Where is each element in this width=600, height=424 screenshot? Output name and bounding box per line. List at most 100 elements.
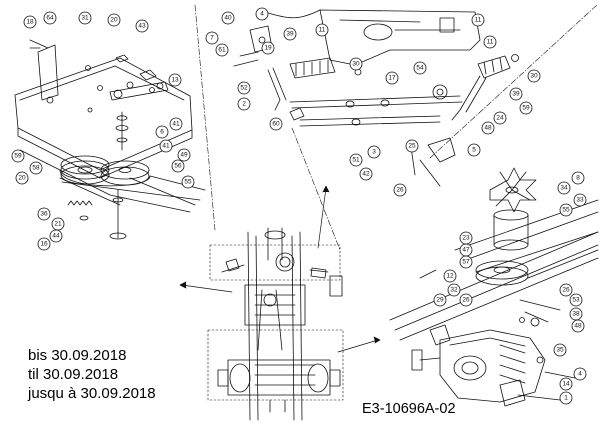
callout-pedals-7: 11 [471,13,485,27]
callout-deck-7: 6 [155,125,169,139]
callout-transmission-9: 26 [459,293,473,307]
svg-text:20: 20 [110,17,118,24]
svg-text:53: 53 [572,297,580,304]
callout-deck-1: 64 [43,11,57,25]
svg-text:58: 58 [32,165,40,172]
callout-pedals-19: 24 [493,111,507,125]
svg-text:21: 21 [54,221,62,228]
svg-text:6: 6 [160,129,164,136]
callout-pedals-20: 25 [405,139,419,153]
svg-text:14: 14 [562,381,570,388]
svg-text:41: 41 [172,121,180,128]
callout-pedals-17: 60 [269,117,283,131]
callout-pedals-5: 19 [261,41,275,55]
callout-transmission-6: 57 [459,255,473,269]
svg-text:49: 49 [180,152,188,159]
callout-pedals-1: 7 [205,31,219,45]
validity-fr: jusqu à 30.09.2018 [28,385,156,402]
svg-text:38: 38 [572,311,580,318]
svg-text:61: 61 [218,47,226,54]
svg-text:55: 55 [562,207,570,214]
svg-text:33: 33 [576,197,584,204]
callout-pedals-22: 51 [349,153,363,167]
svg-text:2: 2 [242,101,246,108]
svg-text:43: 43 [138,23,146,30]
svg-text:64: 64 [46,15,54,22]
transmission-assembly [389,167,599,407]
callout-pedals-8: 11 [483,35,497,49]
svg-text:31: 31 [81,15,89,22]
svg-text:34: 34 [560,185,568,192]
svg-text:8: 8 [576,175,580,182]
svg-text:54: 54 [416,65,424,72]
callout-deck-16: 44 [49,229,63,243]
callout-pedals-24: 3 [367,145,381,159]
callout-deck-9: 58 [29,161,43,175]
callout-deck-3: 20 [107,13,121,27]
svg-text:55: 55 [184,179,192,186]
svg-text:24: 24 [496,115,504,122]
svg-text:44: 44 [52,233,60,240]
validity-nl: til 30.09.2018 [28,366,119,383]
callout-transmission-4: 23 [459,231,473,245]
callout-transmission-13: 38 [569,307,583,321]
svg-text:57: 57 [462,259,470,266]
svg-text:17: 17 [388,75,396,82]
callout-deck-11: 56 [171,159,185,173]
svg-text:40: 40 [224,15,232,22]
callout-transmission-8: 32 [447,283,461,297]
callout-deck-0: 18 [23,15,37,29]
svg-text:60: 60 [272,121,280,128]
callout-transmission-1: 34 [557,181,571,195]
svg-text:4: 4 [578,371,582,378]
callout-transmission-16: 4 [573,367,587,381]
svg-text:4: 4 [260,11,264,18]
callout-transmission-12: 53 [569,293,583,307]
callout-pedals-23: 42 [359,167,373,181]
callout-deck-13: 55 [181,175,195,189]
svg-text:23: 23 [462,235,470,242]
svg-text:29: 29 [436,297,444,304]
callout-pedals-4: 39 [283,27,297,41]
callout-pedals-13: 17 [385,71,399,85]
svg-text:26: 26 [562,287,570,294]
svg-text:26: 26 [462,297,470,304]
callout-transmission-2: 33 [573,193,587,207]
callout-pedals-6: 11 [315,23,329,37]
svg-text:12: 12 [446,273,454,280]
svg-text:48: 48 [574,323,582,330]
callout-pedals-14: 2 [237,97,251,111]
callout-deck-8: 41 [159,139,173,153]
callout-pedals-0: 40 [221,11,235,25]
callout-transmission-18: 1 [559,391,573,405]
direction-arrows [179,185,381,353]
callout-transmission-11: 26 [559,283,573,297]
svg-text:47: 47 [462,247,470,254]
svg-text:25: 25 [408,143,416,150]
callout-deck-6: 41 [169,117,183,131]
callout-pedals-9: 52 [237,81,251,95]
callout-pedals-12: 30 [527,69,541,83]
callout-pedals-3: 4 [255,7,269,21]
callout-transmission-5: 47 [459,243,473,257]
svg-text:5: 5 [472,147,476,154]
callout-pedals-2: 61 [215,43,229,57]
callout-transmission-15: 35 [553,343,567,357]
svg-text:1: 1 [564,395,568,402]
deck-pulley-assembly [14,39,206,240]
callout-transmission-17: 14 [559,377,573,391]
svg-text:56: 56 [174,163,182,170]
callout-deck-15: 21 [51,217,65,231]
callout-pedals-25: 26 [393,183,407,197]
callout-deck-18: 59 [11,149,25,163]
svg-text:18: 18 [26,19,34,26]
callout-deck-10: 20 [15,171,29,185]
svg-text:48: 48 [484,125,492,132]
callout-pedals-15: 39 [509,87,523,101]
callout-pedals-10: 30 [349,57,363,71]
svg-text:39: 39 [512,91,520,98]
svg-text:51: 51 [352,157,360,164]
svg-text:35: 35 [556,347,564,354]
svg-text:36: 36 [40,211,48,218]
